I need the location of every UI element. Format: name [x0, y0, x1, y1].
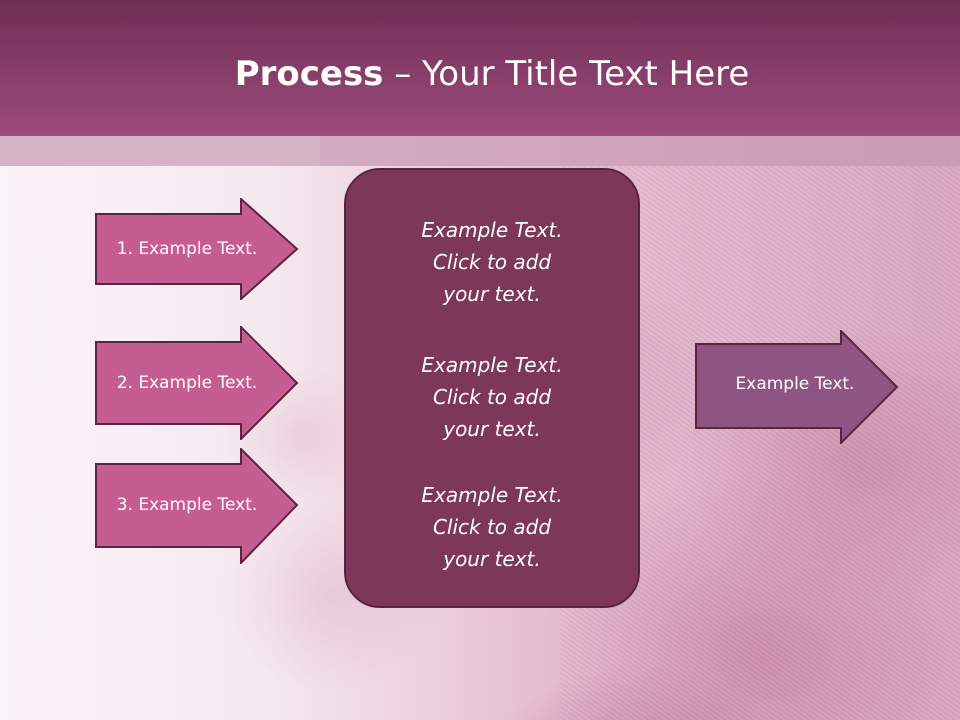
title-bold-part: Process — [234, 54, 384, 94]
center-content-box[interactable]: Example Text. Click to add your text. Ex… — [344, 168, 640, 608]
step-label: 2. Example Text. — [116, 373, 258, 393]
output-label: Example Text. — [735, 374, 855, 394]
step-arrow-3[interactable]: 3. Example Text. — [95, 448, 299, 564]
arrow-shape — [95, 448, 299, 564]
title-header-bar — [0, 0, 960, 136]
center-line: your text. — [443, 282, 541, 306]
step-arrow-2[interactable]: 2. Example Text. — [95, 326, 299, 440]
header-accent-band-texture — [320, 136, 960, 166]
arrow-shape — [695, 330, 899, 444]
step-label: 1. Example Text. — [116, 239, 258, 259]
center-line: Example Text. — [421, 483, 563, 507]
center-text-block-1: Example Text. Click to add your text. — [346, 214, 638, 310]
center-line: Click to add — [432, 385, 552, 409]
center-line: Click to add — [432, 515, 552, 539]
center-line: Example Text. — [421, 353, 563, 377]
center-line: your text. — [443, 417, 541, 441]
slide-title[interactable]: Process – Your Title Text Here — [0, 52, 960, 96]
arrow-shape — [95, 198, 299, 300]
title-rest-part: – Your Title Text Here — [383, 54, 750, 94]
center-text-block-2: Example Text. Click to add your text. — [346, 349, 638, 445]
step-arrow-1[interactable]: 1. Example Text. — [95, 198, 299, 300]
step-label: 3. Example Text. — [116, 495, 258, 515]
center-line: your text. — [443, 547, 541, 571]
center-line: Click to add — [432, 250, 552, 274]
center-line: Example Text. — [421, 218, 563, 242]
output-arrow[interactable]: Example Text. — [695, 330, 899, 444]
center-text-block-3: Example Text. Click to add your text. — [346, 479, 638, 575]
arrow-shape — [95, 326, 299, 440]
